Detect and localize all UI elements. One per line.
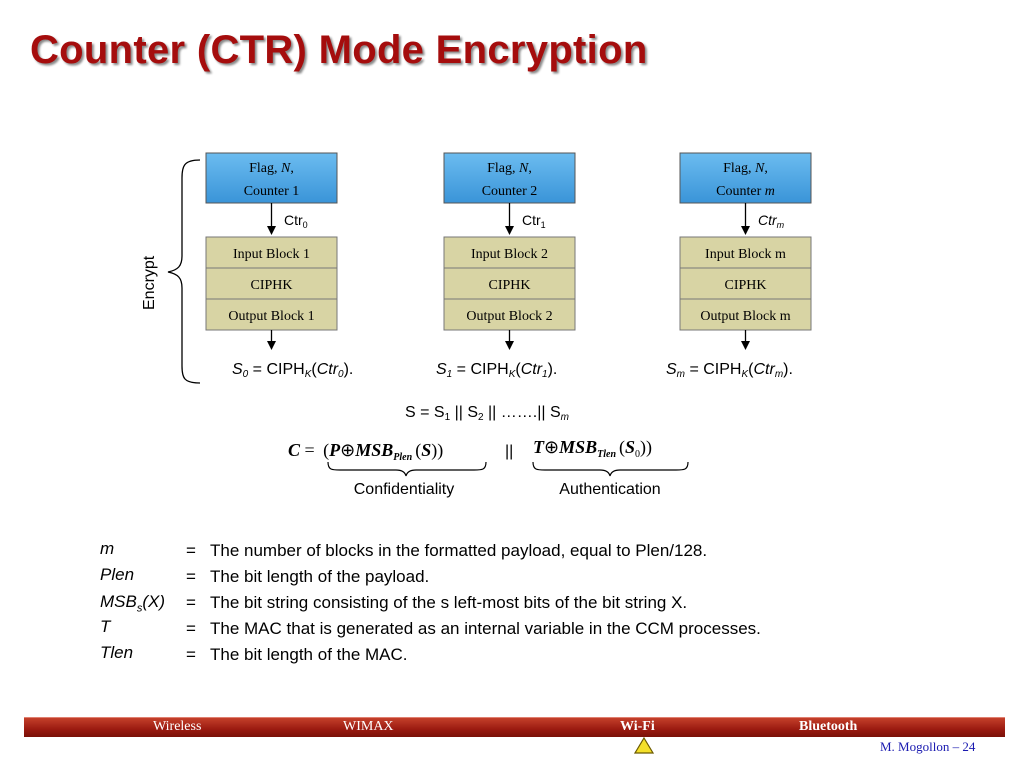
definition-row: m = The number of blocks in the formatte… [100,538,761,564]
counter-header-box [443,152,576,204]
definitions-list: m = The number of blocks in the formatte… [100,538,761,668]
ctr-label: Ctr1 [522,212,546,230]
ciphk-box [205,267,338,300]
arrow-head [741,226,750,235]
ciphk-label: CIPHK [250,278,292,293]
footer-item-bluetooth[interactable]: Bluetooth [799,719,858,734]
definition-text: The bit length of the payload. [210,567,430,586]
ciphk-box [679,267,812,300]
confidentiality-label: Confidentiality [354,481,455,498]
s-equation: Sm = CIPHK(Ctrm). [666,361,793,380]
definition-text: The bit string consisting of the s left-… [210,593,688,612]
definition-term: Tlen [100,643,134,663]
footer-item-wireless[interactable]: Wireless [153,719,202,734]
arrow-head [505,226,514,235]
definition-equals: = [186,541,196,560]
authentication-label: Authentication [559,481,660,498]
page-title: Counter (CTR) Mode Encryption [30,28,648,72]
input-block-box [443,236,576,269]
input-block-label: Input Block m [705,247,786,262]
ctr-mode-diagram: Encrypt Flag, N, Counter 1 Ctr0 Input Bl… [141,152,812,498]
column-1: Flag, N, Counter 1 Ctr0 Input Block 1 CI… [205,152,353,380]
input-block-label: Input Block 2 [471,247,548,262]
column-m: Flag, N, Counter m Ctrm Input Block m CI… [666,152,812,380]
definition-equals: = [186,619,196,638]
counter-header-line2: Counter 2 [482,184,538,199]
definition-row: T = The MAC that is generated as an inte… [100,616,761,642]
column-2: Flag, N, Counter 2 Ctr1 Input Block 2 CI… [436,152,576,380]
s-concat-formula: S = S1 || S2 || …….|| Sm [405,404,569,423]
definition-text: The bit length of the MAC. [210,645,408,664]
output-block-label: Output Block m [700,309,790,324]
s-equation: S0 = CIPHK(Ctr0). [232,361,353,380]
c-formula-left: C = (P⊕MSBPlen(S)) [288,440,443,463]
ctr-label: Ctrm [758,212,785,230]
encrypt-label: Encrypt [141,255,158,310]
definition-term: MSBs(X) [100,591,166,615]
arrow-head [267,341,276,350]
definition-equals: = [186,593,196,612]
footer-nav-bar: Wireless WIMAX Wi-Fi Bluetooth [24,717,1005,737]
ctr-label: Ctr0 [284,212,308,230]
counter-header-box [205,152,338,204]
counter-header-line1: Flag, N, [723,161,768,176]
output-block-box [443,298,576,331]
arrow-head [267,226,276,235]
counter-header-line1: Flag, N, [249,161,294,176]
ciphk-box [443,267,576,300]
encrypt-brace [167,159,201,384]
ciphk-label: CIPHK [724,278,766,293]
authentication-brace [532,461,689,477]
input-block-box [679,236,812,269]
footer-item-wifi[interactable]: Wi-Fi [620,719,655,734]
arrow-head [505,341,514,350]
output-block-box [205,298,338,331]
c-formula-right: T⊕MSBTlen(S0)) [533,437,652,460]
footer-item-wimax[interactable]: WIMAX [343,719,394,734]
definition-term: Plen [100,565,135,585]
definition-row: Plen = The bit length of the payload. [100,564,761,590]
definition-text: The MAC that is generated as an internal… [210,619,761,638]
counter-header-line2: Counter m [716,184,775,199]
confidentiality-brace [327,461,487,477]
ciphk-label: CIPHK [488,278,530,293]
output-block-label: Output Block 2 [466,309,552,324]
counter-header-line1: Flag, N, [487,161,532,176]
definition-row: MSBs(X) = The bit string consisting of t… [100,590,761,616]
warning-triangle-icon [634,737,654,754]
arrow-head [741,341,750,350]
output-block-box [679,298,812,331]
concat-bars: || [505,443,513,460]
author-page-number: M. Mogollon – 24 [880,739,976,754]
s-equation: S1 = CIPHK(Ctr1). [436,361,557,380]
definition-equals: = [186,567,196,586]
definition-text: The number of blocks in the formatted pa… [210,541,708,560]
definition-term: m [100,539,115,559]
input-block-label: Input Block 1 [233,247,310,262]
definition-equals: = [186,645,196,664]
output-block-label: Output Block 1 [228,309,314,324]
counter-header-line2: Counter 1 [244,184,300,199]
definition-term: T [100,617,111,637]
definition-row: Tlen = The bit length of the MAC. [100,642,761,668]
